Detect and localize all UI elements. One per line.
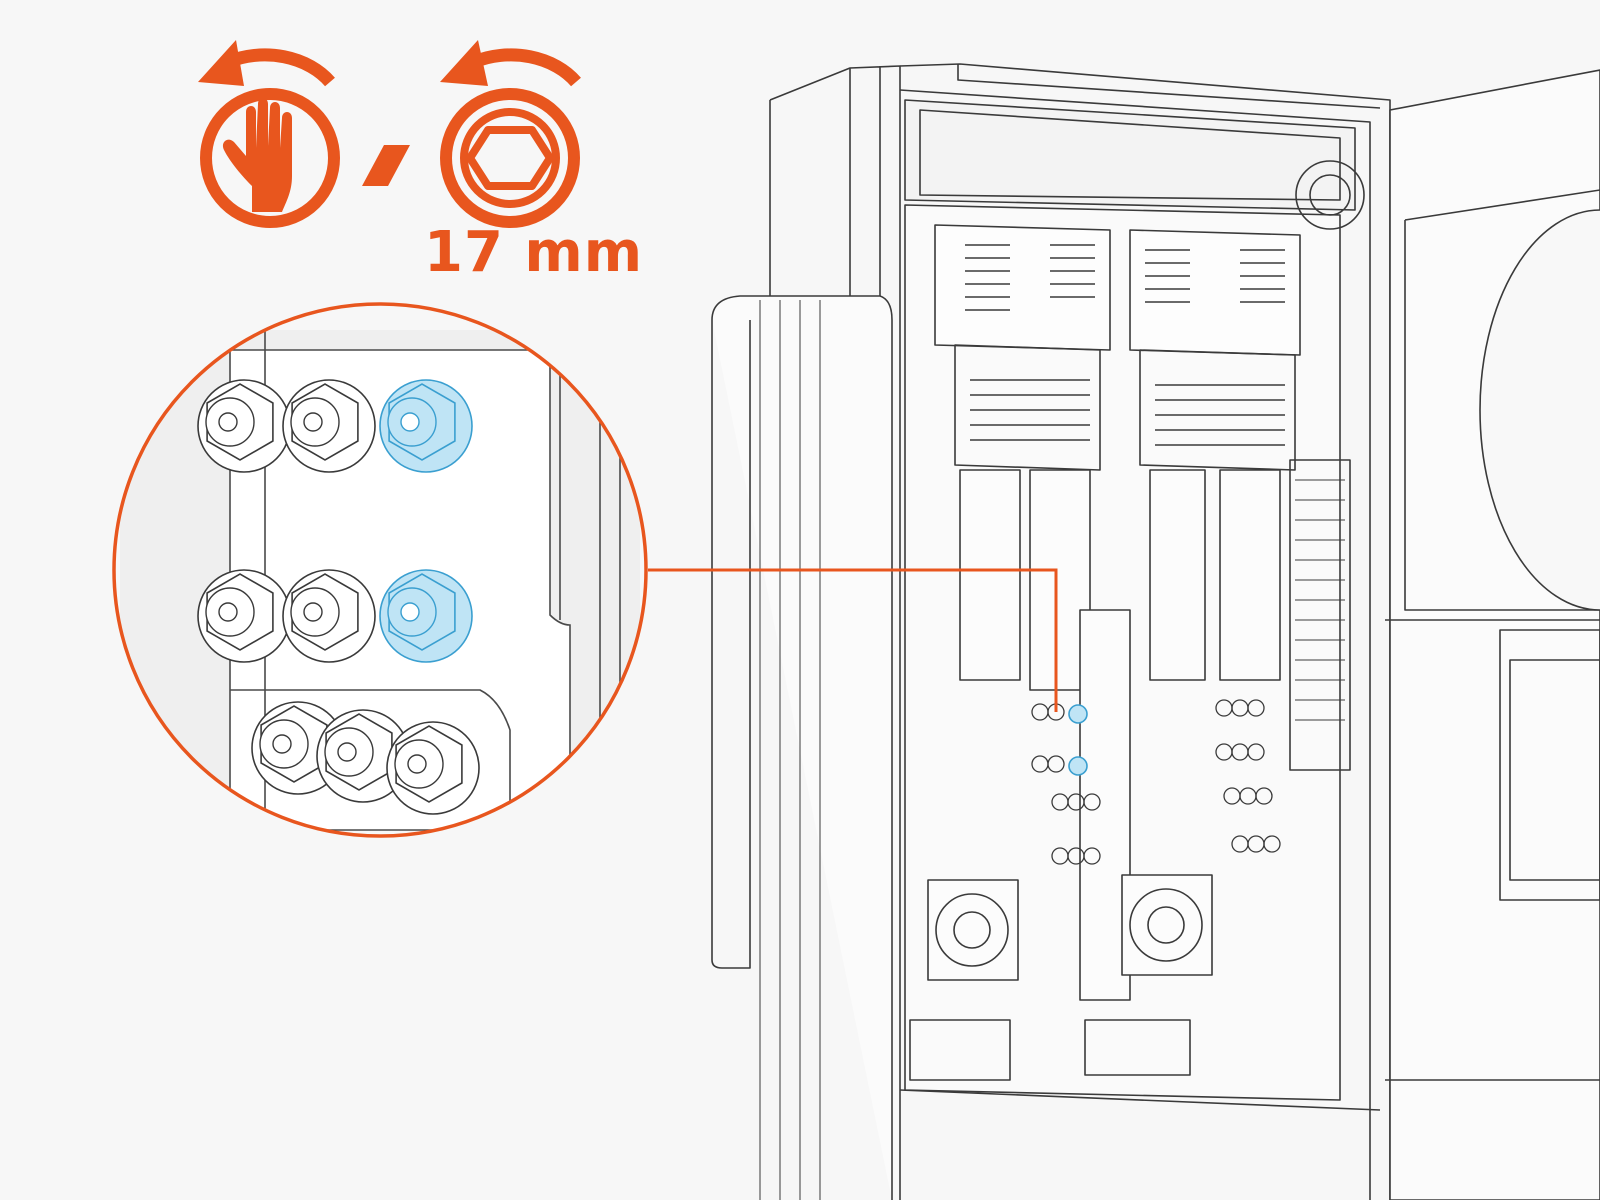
highlighted-flange-nut [379,569,473,663]
flange-nut [316,709,410,803]
separator-slash [362,145,410,186]
terminal-strip [1289,459,1351,771]
flange-nut [386,721,480,815]
rotate-counterclockwise-arrow-icon [225,48,335,87]
flange-nut [282,569,376,663]
arrow-head [198,40,244,86]
flange-nut [197,569,291,663]
hand-glyph [222,98,292,212]
flange-nut [197,379,291,473]
flange-nut [251,701,345,795]
cabinet-frame [769,65,901,1200]
highlighted-nuts-small [1068,704,1088,776]
hex-nut-glyph [466,126,554,190]
cabinet-side-panel [711,295,893,1200]
cooling-fan-left [927,879,1019,981]
busbar-nuts [1031,699,1281,865]
highlighted-flange-nut [379,379,473,473]
rotate-counterclockwise-arrow-icon [471,48,581,87]
arrow-head [440,40,488,86]
power-module-right [1129,229,1301,471]
hand-loosen-icon [198,40,340,228]
tool-size-label: 17 mm [424,220,644,285]
cooling-fan-right [1121,874,1213,976]
power-module-left [934,224,1111,471]
hex-socket-icon [440,40,581,228]
flange-nut [282,379,376,473]
busbars [959,469,1281,1001]
